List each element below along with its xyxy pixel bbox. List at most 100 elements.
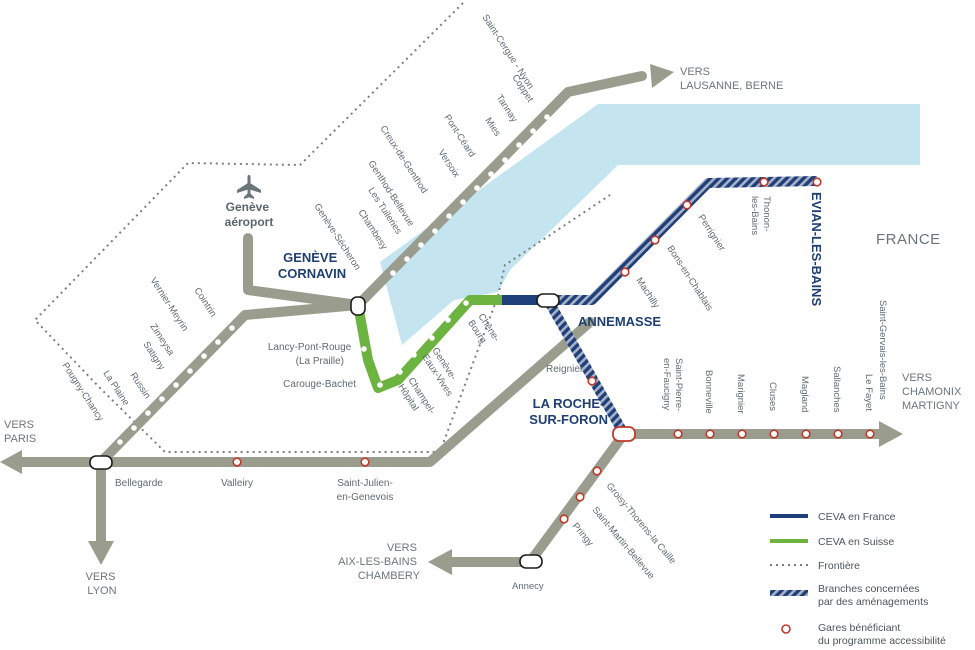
legend-label-frontiere: Frontière — [818, 560, 860, 572]
station-dot[interactable] — [173, 382, 179, 388]
accessible-station-dot[interactable] — [682, 200, 692, 210]
station-label: Bons-en-Chablais — [664, 244, 714, 314]
station-dot[interactable] — [411, 352, 417, 358]
annemasse-label: ANNEMASSE — [578, 314, 661, 329]
accessible-station-dot[interactable] — [620, 267, 630, 277]
station-dot[interactable] — [544, 114, 550, 120]
station-dot[interactable] — [187, 368, 193, 374]
station-label: Perrignier — [695, 213, 727, 254]
lake-leman — [380, 104, 920, 345]
arrowheads — [0, 64, 903, 575]
carouge-label: Carouge-Bachet — [283, 379, 356, 390]
station-dot[interactable] — [530, 128, 536, 134]
country-label: FRANCE — [876, 231, 941, 248]
accessible-station-dot[interactable] — [759, 177, 769, 187]
station-dot[interactable] — [361, 346, 367, 352]
marker-la-roche[interactable] — [612, 426, 636, 442]
station-dot[interactable] — [463, 300, 469, 306]
station-dot[interactable] — [159, 396, 165, 402]
track-annecy — [447, 429, 629, 567]
station-dot[interactable] — [201, 353, 207, 359]
track-lausanne — [353, 71, 647, 310]
ceva-suisse-line — [353, 295, 509, 393]
accessible-station-dot[interactable] — [673, 429, 683, 439]
station-dot[interactable] — [516, 142, 522, 148]
station-dot[interactable] — [418, 242, 424, 248]
station-dot[interactable] — [145, 410, 151, 416]
dest-chamonix: VERS CHAMONIX MARTIGNY — [902, 372, 964, 412]
airplane-icon — [237, 175, 261, 199]
accessible-station-dot[interactable] — [587, 376, 597, 386]
station-label: Saint-Pierre-en-Faucigny — [661, 358, 684, 411]
arrow-aix — [428, 549, 452, 575]
station-dot[interactable] — [404, 256, 410, 262]
station-dot[interactable] — [131, 425, 137, 431]
station-dot[interactable] — [445, 317, 451, 323]
station-label: Thonon-les-Bains — [749, 196, 772, 235]
accessible-station-dot[interactable] — [592, 466, 602, 476]
station-dot[interactable] — [432, 228, 438, 234]
station-dot[interactable] — [488, 171, 494, 177]
station-dot[interactable] — [390, 270, 396, 276]
marker-annecy[interactable] — [519, 554, 543, 569]
accessible-station-dot[interactable] — [559, 514, 569, 524]
evian-label: EVIAN-LES-BAINS — [809, 192, 824, 306]
station-dot[interactable] — [460, 199, 466, 205]
south-line-labels: Bellegarde Valleiry Saint-Julien-en-Gene… — [115, 364, 584, 503]
accessible-station-dot[interactable] — [865, 429, 875, 439]
marker-bellegarde[interactable] — [89, 455, 113, 470]
geneve-cornavin-label: GENÈVE CORNAVIN — [278, 250, 346, 281]
arrow-paris — [0, 450, 22, 474]
station-dot[interactable] — [397, 369, 403, 375]
airport-label: Genève aéroport — [225, 200, 274, 229]
station-label: Cluses — [767, 382, 778, 411]
branch-evian — [548, 176, 818, 305]
arrow-chamonix — [879, 421, 903, 447]
accessible-station-dot[interactable] — [769, 429, 779, 439]
legend-swatch-gares — [781, 624, 791, 634]
station-label: Tannay — [493, 93, 519, 125]
station-dot[interactable] — [117, 439, 123, 445]
station-label: Machilly — [633, 276, 661, 311]
station-dot[interactable] — [502, 157, 508, 163]
bellegarde-line-labels: Cointrin Vernier-Meyrin Zimeysa Satigny … — [59, 276, 218, 424]
accessible-station-dot[interactable] — [833, 429, 843, 439]
marker-geneve-cornavin[interactable] — [350, 296, 366, 316]
legend: CEVA en France CEVA en Suisse Frontière … — [770, 511, 946, 647]
station-label: Chêne-Bourg — [465, 312, 501, 351]
station-dot[interactable] — [474, 185, 480, 191]
station-label: Valleiry — [221, 478, 253, 489]
accessible-station-dot[interactable] — [232, 457, 242, 467]
station-label: Cointrin — [191, 286, 218, 319]
accessible-station-dot[interactable] — [360, 457, 370, 467]
dest-paris: VERS PARIS — [4, 419, 37, 445]
accessible-station-dot[interactable] — [575, 492, 585, 502]
accessible-station-dot[interactable] — [812, 177, 822, 187]
station-label: Pringy — [570, 521, 596, 549]
station-dot[interactable] — [377, 382, 383, 388]
lancy-label: Lancy-Pont-Rouge (La Praille) — [268, 342, 354, 367]
grey-tracks — [9, 71, 885, 567]
station-label: Annecy — [512, 581, 544, 592]
accessible-station-dot[interactable] — [650, 235, 660, 245]
dest-aix: VERS AIX-LES-BAINS CHAMBERY — [338, 542, 421, 582]
accessible-station-dot[interactable] — [737, 429, 747, 439]
station-dot[interactable] — [446, 213, 452, 219]
station-label: Saint-Cergue - Nyon — [479, 13, 535, 92]
arrow-lausanne — [650, 64, 674, 88]
station-label: Genève-Eaux-Vives — [419, 346, 465, 399]
arrow-lyon — [88, 541, 114, 565]
station-label: Saint-Gervais-les-Bains — [877, 300, 888, 400]
marker-annemasse[interactable] — [536, 293, 560, 308]
station-dot[interactable] — [429, 335, 435, 341]
station-label: Reignier — [546, 364, 584, 375]
accessible-station-dot[interactable] — [705, 429, 715, 439]
station-dot[interactable] — [229, 325, 235, 331]
station-label: Versoix — [435, 148, 461, 180]
accessible-station-dot[interactable] — [801, 429, 811, 439]
track-south — [9, 317, 595, 467]
station-dot[interactable] — [215, 339, 221, 345]
dest-lausanne: VERS LAUSANNE, BERNE — [680, 66, 783, 92]
track-airport — [243, 233, 363, 310]
